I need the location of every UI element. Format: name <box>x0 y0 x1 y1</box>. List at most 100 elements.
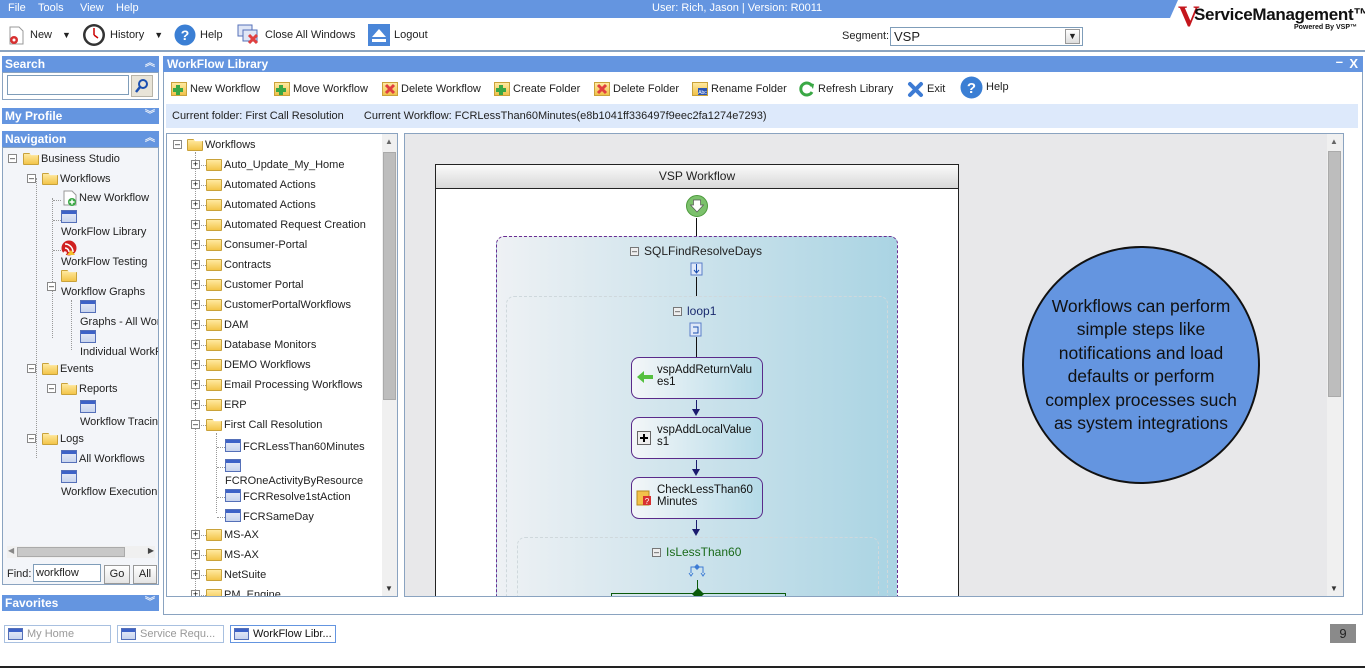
collapse-toggle[interactable]: – <box>173 139 182 149</box>
expand-toggle[interactable]: + <box>191 339 200 349</box>
nav-workflow-graphs[interactable]: Workflow Graphs <box>61 286 146 298</box>
expand-toggle[interactable]: + <box>191 179 200 189</box>
tree-folder-item[interactable]: Customer Portal <box>224 279 304 291</box>
task-tab-workflow-library[interactable]: WorkFlow Libr... <box>230 625 336 643</box>
segment-select[interactable]: VSP ▼ <box>890 27 1083 46</box>
tree-folder-item[interactable]: Consumer-Portal <box>224 239 308 251</box>
expand-toggle[interactable]: + <box>191 529 200 539</box>
tree-workflow-item[interactable]: FCRSameDay <box>243 511 314 523</box>
scrollbar-thumb[interactable] <box>383 152 396 400</box>
tree-workflow-item[interactable]: FCRLessThan60Minutes <box>243 441 365 453</box>
nav-graphs-all[interactable]: Graphs - All Wor <box>80 316 159 328</box>
activity-checklessthan60minutes[interactable]: ? CheckLessThan60 Minutes <box>631 477 763 519</box>
task-tab-my-home[interactable]: My Home <box>4 625 111 643</box>
tree-folder-item[interactable]: ERP <box>224 399 247 411</box>
chevron-up-icon[interactable]: ︽ <box>145 58 155 69</box>
scroll-left-icon[interactable]: ◀ <box>8 546 15 555</box>
help-button[interactable]: ? Help <box>174 24 223 46</box>
window-help-button[interactable]: ? Help <box>960 76 1009 98</box>
tree-folder-item[interactable]: Database Monitors <box>224 339 317 351</box>
expand-toggle[interactable]: + <box>191 259 200 269</box>
expand-toggle[interactable]: + <box>191 159 200 169</box>
scroll-up-icon[interactable]: ▲ <box>1330 137 1338 146</box>
new-button[interactable]: New ▼ <box>6 24 71 46</box>
tree-folder-item[interactable]: MS-AX <box>224 529 259 541</box>
scrollbar-thumb[interactable] <box>17 547 125 557</box>
all-button[interactable]: All <box>133 565 157 584</box>
tree-folder-item[interactable]: First Call Resolution <box>224 419 323 431</box>
collapse-toggle[interactable]: – <box>673 306 682 316</box>
chevron-up-icon[interactable]: ︽ <box>145 133 155 144</box>
scrollbar-thumb[interactable] <box>1328 151 1341 397</box>
tree-root-workflows[interactable]: Workflows <box>205 139 256 151</box>
scroll-right-icon[interactable]: ▶ <box>147 546 154 555</box>
tree-vertical-scrollbar[interactable]: ▲ ▼ <box>382 134 397 596</box>
tree-folder-item[interactable]: MS-AX <box>224 549 259 561</box>
expand-toggle[interactable]: + <box>191 319 200 329</box>
task-tab-service-requests[interactable]: Service Requ... <box>117 625 224 643</box>
expand-toggle[interactable]: + <box>191 549 200 559</box>
logout-button[interactable]: Logout <box>368 24 428 46</box>
nav-business-studio[interactable]: Business Studio <box>41 153 120 165</box>
tree-folder-item[interactable]: Email Processing Workflows <box>224 379 363 391</box>
nav-new-workflow[interactable]: New Workflow <box>79 192 150 204</box>
my-profile-panel-header[interactable]: My Profile ︾ <box>2 108 159 124</box>
scroll-down-icon[interactable]: ▼ <box>385 584 393 593</box>
nav-workflow-tracing[interactable]: Workflow Tracin <box>80 416 159 428</box>
chevron-down-icon[interactable]: ▼ <box>1065 29 1080 44</box>
refresh-library-button[interactable]: Refresh Library <box>799 79 893 99</box>
tree-workflow-item[interactable]: FCROneActivityByResource <box>225 475 364 487</box>
expand-toggle[interactable]: + <box>191 279 200 289</box>
expand-toggle[interactable]: + <box>191 589 200 597</box>
tree-folder-item[interactable]: PM_Engine <box>224 589 281 597</box>
tree-folder-item[interactable]: NetSuite <box>224 569 267 581</box>
expand-toggle[interactable]: + <box>191 239 200 249</box>
tree-folder-item[interactable]: DAM <box>224 319 249 331</box>
nav-all-workflows[interactable]: All Workflows <box>79 453 145 465</box>
chevron-down-icon[interactable]: ▼ <box>62 30 71 40</box>
go-button[interactable]: Go <box>104 565 130 584</box>
tree-folder-item[interactable]: CustomerPortalWorkflows <box>224 299 351 311</box>
expand-toggle[interactable]: + <box>191 199 200 209</box>
menu-help[interactable]: Help <box>116 2 139 14</box>
scroll-down-icon[interactable]: ▼ <box>1330 584 1338 593</box>
move-workflow-button[interactable]: Move Workflow <box>274 79 368 99</box>
collapse-toggle[interactable]: – <box>8 153 17 163</box>
collapse-toggle[interactable]: – <box>27 173 36 183</box>
history-button[interactable]: History ▼ <box>82 24 163 46</box>
new-workflow-button[interactable]: New Workflow <box>171 79 260 99</box>
chevron-down-icon[interactable]: ▼ <box>154 30 164 40</box>
notification-badge[interactable]: 9 <box>1330 624 1356 643</box>
expand-toggle[interactable]: + <box>191 569 200 579</box>
expand-toggle[interactable]: + <box>191 299 200 309</box>
exit-button[interactable]: Exit <box>907 79 945 99</box>
tree-folder-item[interactable]: DEMO Workflows <box>224 359 311 371</box>
tree-folder-item[interactable]: Automated Request Creation <box>224 219 366 231</box>
collapse-toggle[interactable]: – <box>652 547 661 557</box>
nav-reports[interactable]: Reports <box>79 383 118 395</box>
close-all-windows-button[interactable]: Close All Windows <box>237 24 355 46</box>
collapse-toggle[interactable]: – <box>47 383 56 393</box>
canvas-vertical-scrollbar[interactable]: ▲ ▼ <box>1327 134 1343 596</box>
favorites-panel-header[interactable]: Favorites ︾ <box>2 595 159 611</box>
navigation-panel-header[interactable]: Navigation ︽ <box>2 131 159 147</box>
expand-toggle[interactable]: + <box>191 219 200 229</box>
delete-workflow-button[interactable]: Delete Workflow <box>382 79 481 99</box>
search-panel-header[interactable]: Search ︽ <box>2 56 159 72</box>
minimize-button[interactable]: – <box>1335 54 1343 69</box>
nav-workflows[interactable]: Workflows <box>60 173 111 185</box>
nav-individual-workflow[interactable]: Individual WorkF <box>80 346 159 358</box>
collapse-toggle[interactable]: – <box>27 433 36 443</box>
activity-vspaddreturnvalues1[interactable]: vspAddReturnValu es1 <box>631 357 763 399</box>
menu-tools[interactable]: Tools <box>38 2 64 14</box>
search-button[interactable] <box>131 75 153 97</box>
tree-folder-item[interactable]: Automated Actions <box>224 179 316 191</box>
loop-loop1[interactable]: – loop1 vspAddReturnValu es1 vspAddLocal… <box>506 296 888 596</box>
collapse-toggle[interactable]: – <box>630 246 639 256</box>
tree-folder-item[interactable]: Contracts <box>224 259 272 271</box>
create-folder-button[interactable]: Create Folder <box>494 79 580 99</box>
nav-events[interactable]: Events <box>60 363 94 375</box>
expand-toggle[interactable]: + <box>191 359 200 369</box>
menu-file[interactable]: File <box>8 2 26 14</box>
collapse-toggle[interactable]: – <box>191 419 200 429</box>
